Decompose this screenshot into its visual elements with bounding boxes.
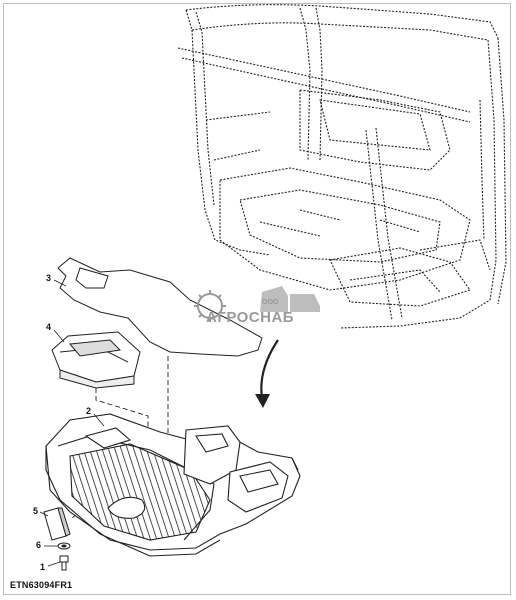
- part-1-bolt: [59, 555, 69, 571]
- callout-5: 5: [33, 506, 39, 516]
- callout-1: 1: [40, 562, 46, 572]
- callout-2: 2: [86, 406, 92, 416]
- mat-cutout: [75, 267, 109, 289]
- watermark-company-name: АГРОСНАБ: [206, 309, 295, 326]
- figure-code: ETN63094FR1: [10, 580, 73, 590]
- callout-leaders: [39, 279, 105, 567]
- install-arrow-head: [255, 394, 270, 408]
- callout-4: 4: [46, 322, 52, 332]
- part-4-tray: [51, 331, 141, 389]
- cab-frame: [177, 4, 507, 329]
- callout-6: 6: [36, 540, 42, 550]
- callout-3: 3: [46, 273, 52, 283]
- part-6-washer: [57, 542, 71, 550]
- install-arrow: [260, 339, 279, 399]
- part-5-cover-plate: [43, 507, 71, 541]
- watermark-company-prefix: ООО: [262, 299, 279, 306]
- figure-frame: [3, 3, 511, 595]
- part-2-floor-tray: [45, 413, 301, 557]
- part-3-floor-mat: [57, 257, 263, 357]
- agrosnab-logo: [194, 286, 320, 322]
